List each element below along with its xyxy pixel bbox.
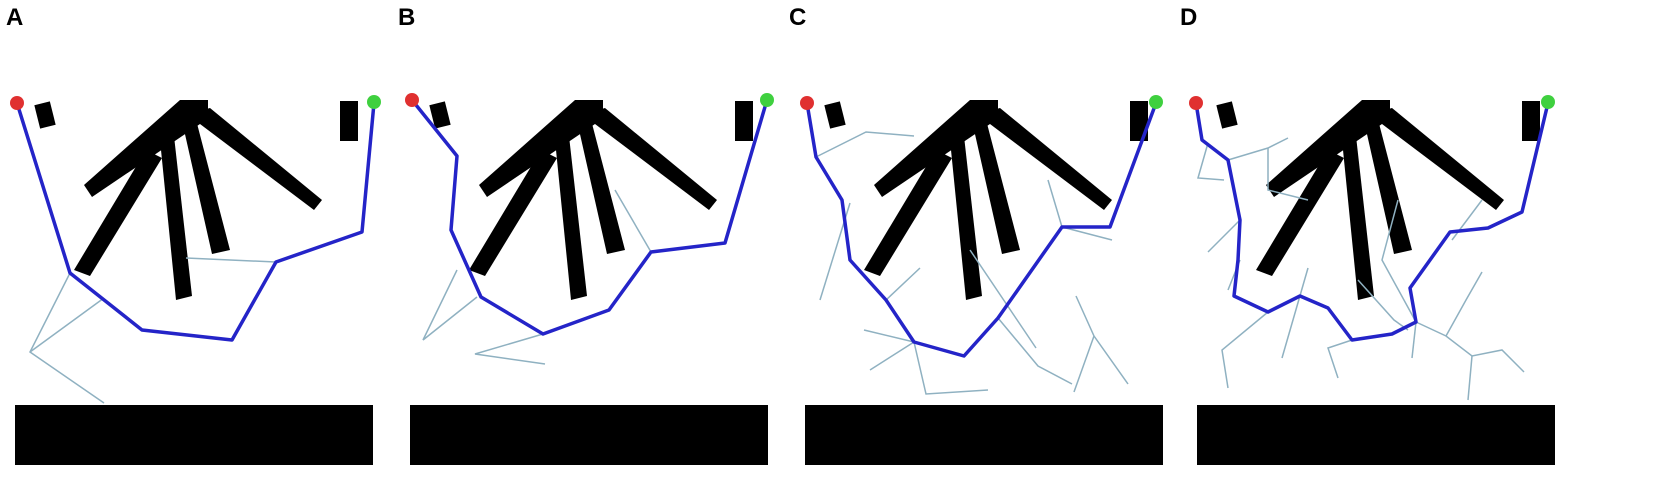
start-marker	[1189, 96, 1203, 110]
obstacles	[805, 100, 1163, 465]
start-marker	[405, 93, 419, 107]
obstacles	[15, 100, 373, 465]
panel-c	[800, 95, 1163, 465]
search-tree	[29, 257, 277, 404]
panel-a	[10, 95, 381, 465]
solution-path	[410, 98, 769, 336]
goal-marker	[760, 93, 774, 107]
search-tree	[422, 189, 652, 365]
solution-path	[805, 102, 1158, 358]
goal-marker	[1541, 95, 1555, 109]
panel-label-c: C	[789, 4, 807, 31]
goal-marker	[1149, 95, 1163, 109]
solution-path	[1194, 102, 1550, 342]
panel-d	[1189, 95, 1555, 465]
obstacles	[410, 100, 768, 465]
start-marker	[800, 96, 814, 110]
obstacles	[1197, 100, 1555, 465]
panel-label-a: A	[6, 4, 24, 31]
panel-b	[405, 93, 774, 465]
solution-path	[15, 102, 376, 342]
goal-marker	[367, 95, 381, 109]
panel-label-b: B	[398, 4, 416, 31]
start-marker	[10, 96, 24, 110]
panel-label-d: D	[1180, 4, 1198, 31]
